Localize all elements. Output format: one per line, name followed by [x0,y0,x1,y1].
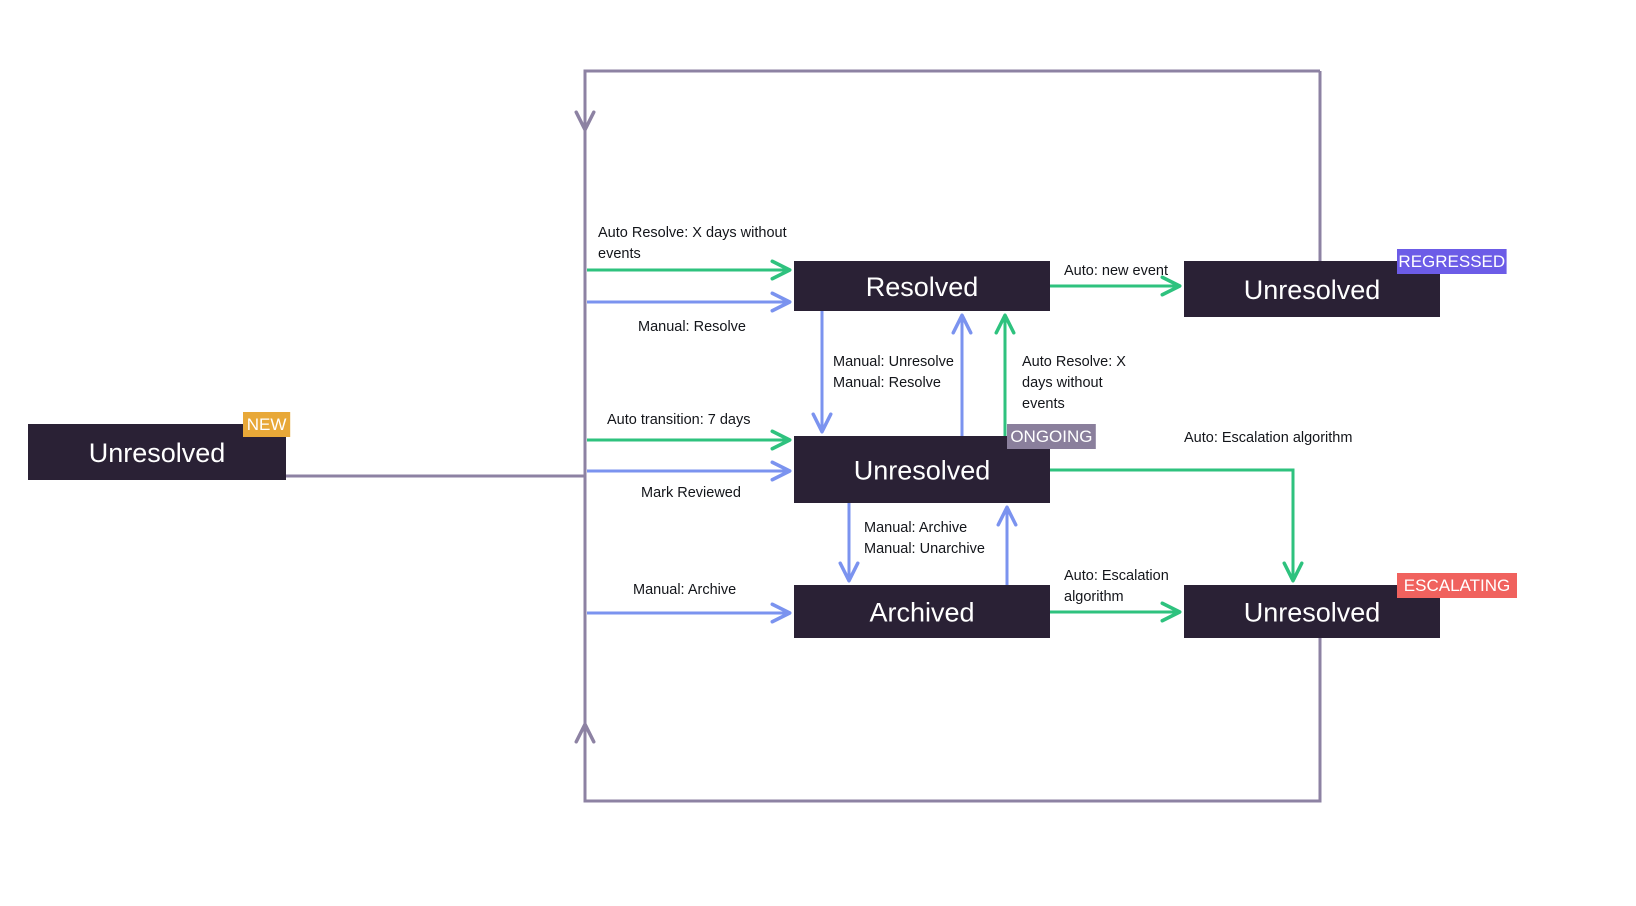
edge-label-auto-transition-7-days: Auto transition: 7 days [607,412,750,428]
status-badge-bg [1397,249,1507,274]
status-badge: REGRESSED [1398,252,1505,271]
edge-label-line: algorithm [1064,589,1124,605]
edge-label-line: days without [1022,375,1103,391]
edge-frame-top-loop [574,69,1320,132]
edge-group-frame [286,69,1322,803]
status-badge-bg [1007,424,1096,449]
state-node-escalating[interactable]: Unresolved ESCALATING [1184,573,1517,638]
state-label: Unresolved [854,456,991,486]
edge-label-line: Auto: Escalation [1064,568,1169,584]
edge-auto-escalation-ongoing-to-escalating [1050,468,1304,583]
state-node-regressed[interactable]: Unresolved REGRESSED [1184,249,1507,317]
edge-label-line: Manual: Resolve [833,375,941,391]
edge-label-auto-new-event: Auto: new event [1064,263,1168,279]
edge-label-auto-escalation-top: Auto: Escalation algorithm [1184,430,1352,446]
edge-label-line: Manual: Archive [633,582,736,598]
state-label: Unresolved [1244,275,1381,305]
edge-label-line: events [598,246,641,262]
edge-label-line: Mark Reviewed [641,485,741,501]
edge-frame-bottom-loop [574,638,1322,803]
state-box [794,261,1050,311]
edge-label-mark-reviewed: Mark Reviewed [641,485,741,501]
edge-label-line: Auto Resolve: X days without [598,225,787,241]
edge-group-auto [587,259,1304,623]
status-badge-bg [1397,573,1517,598]
edge-label-line: Manual: Resolve [638,319,746,335]
status-badge: NEW [247,415,287,434]
state-box [794,585,1050,638]
edge-label-line: events [1022,396,1065,412]
edge-label-line: Manual: Unarchive [864,541,985,557]
edge-label-line: Auto transition: 7 days [607,412,750,428]
edge-label-manual-archive-left: Manual: Archive [633,582,736,598]
edge-label-line: Auto: Escalation algorithm [1184,430,1352,446]
status-badge: ONGOING [1010,427,1092,446]
state-node-new[interactable]: Unresolved NEW [28,412,291,480]
edge-label-line: Auto Resolve: X [1022,354,1126,370]
edge-group-manual [587,291,1018,624]
state-label: Archived [869,598,974,628]
edge-label-auto-escalation-bottom: Auto: Escalation algorithm [1064,568,1169,605]
edge-label-auto-resolve-x-days-mid: Auto Resolve: X days without events [1022,354,1126,412]
status-badge-bg [243,412,291,437]
edge-label-line: Auto: new event [1064,263,1168,279]
status-badge: ESCALATING [1404,576,1510,595]
state-label: Resolved [866,272,979,302]
state-label: Unresolved [1244,598,1381,628]
state-node-ongoing[interactable]: Unresolved ONGOING [794,424,1096,503]
edge-label-line: Manual: Archive [864,520,967,536]
state-node-archived[interactable]: Archived [794,585,1050,638]
edge-label-manual-resolve-top: Manual: Resolve [638,319,746,335]
edge-label-line: Manual: Unresolve [833,354,954,370]
state-node-resolved[interactable]: Resolved [794,261,1050,311]
edge-label-auto-resolve-x-days-top: Auto Resolve: X days without events [598,225,787,262]
state-label: Unresolved [89,438,226,468]
